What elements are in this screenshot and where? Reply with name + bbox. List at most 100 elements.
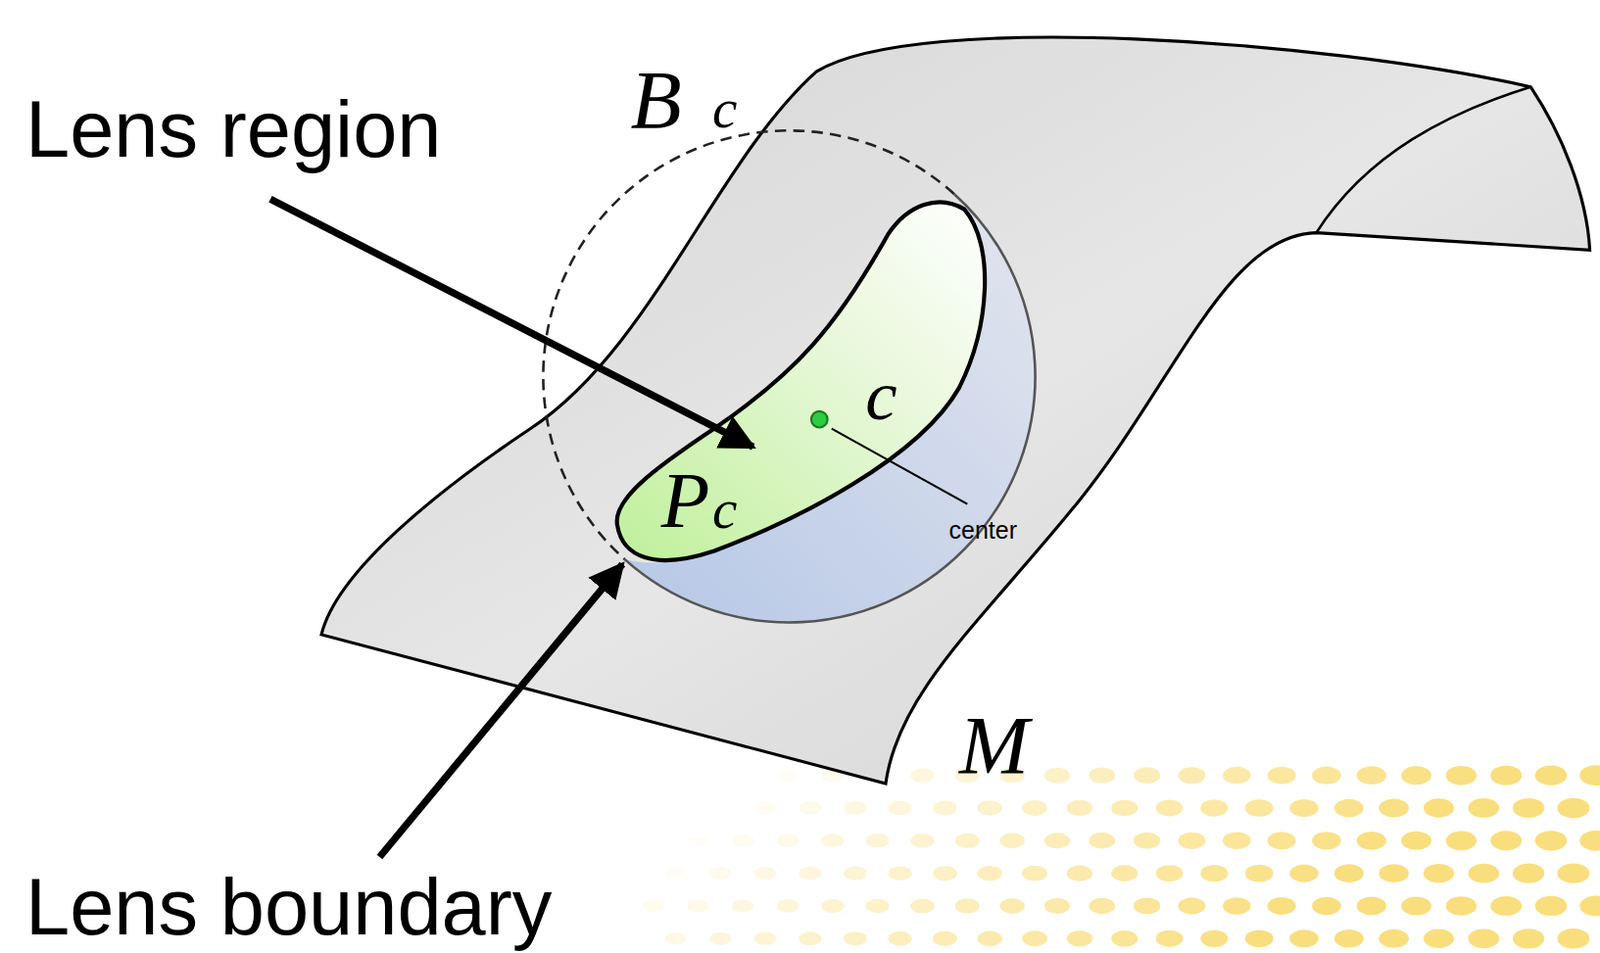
halftone-dot xyxy=(955,833,980,849)
halftone-dot xyxy=(754,801,776,815)
halftone-dot xyxy=(754,867,776,880)
lens-region xyxy=(617,201,986,561)
halftone-dot xyxy=(1267,831,1297,850)
callout-label: Lens region xyxy=(25,89,441,169)
halftone-dot xyxy=(1467,864,1500,884)
annotation-label: center xyxy=(949,518,1018,543)
halftone-dot xyxy=(1245,929,1274,948)
halftone-dot xyxy=(1446,766,1477,786)
halftone-dot xyxy=(1156,799,1184,817)
halftone-dot xyxy=(1334,864,1364,883)
halftone-dot xyxy=(888,931,913,947)
halftone-dot xyxy=(1289,865,1318,883)
halftone-dot xyxy=(843,866,867,880)
halftone-dot xyxy=(1088,898,1116,915)
halftone-dot xyxy=(798,801,822,816)
halftone-dot xyxy=(910,768,934,783)
halftone-dot xyxy=(1044,832,1070,849)
halftone-dot xyxy=(1401,831,1432,851)
subscript-label: c xyxy=(712,80,737,137)
halftone-dot xyxy=(665,867,686,880)
halftone-dot xyxy=(1378,864,1408,883)
halftone-dot xyxy=(1535,765,1568,785)
halftone-dot xyxy=(1557,928,1591,949)
symbol-label: c xyxy=(865,360,897,433)
halftone-dot xyxy=(1357,831,1387,851)
halftone-dot xyxy=(1579,896,1600,918)
lens-region-arrow xyxy=(270,198,754,447)
halftone-dot xyxy=(932,800,958,816)
halftone-dot xyxy=(1446,831,1477,852)
halftone-dot xyxy=(665,932,686,946)
halftone-dot xyxy=(821,899,844,914)
manifold-surface xyxy=(321,37,1591,784)
halftone-dot xyxy=(776,833,800,848)
halftone-dot xyxy=(776,769,800,783)
halftone-dot xyxy=(1066,800,1093,817)
halftone-dot xyxy=(999,898,1025,915)
halftone-dot xyxy=(1535,896,1568,917)
halftone-dot xyxy=(1222,897,1251,916)
halftone-dot xyxy=(1066,866,1093,882)
halftone-dot xyxy=(1200,930,1228,948)
halftone-dot xyxy=(1401,766,1432,785)
halftone-dot xyxy=(1357,766,1387,785)
halftone-dot xyxy=(1490,766,1522,786)
halftone-dot xyxy=(1557,798,1591,819)
halftone-dot xyxy=(754,932,776,946)
halftone-dot xyxy=(843,801,867,816)
halftone-dot xyxy=(1467,928,1500,949)
halftone-dot xyxy=(1423,798,1455,818)
halftone-dot xyxy=(1311,897,1342,916)
halftone-dot xyxy=(1334,929,1364,949)
lens-boundary-arrow xyxy=(379,564,623,858)
halftone-dot xyxy=(1245,799,1274,818)
halftone-dot xyxy=(1311,766,1342,784)
halftone-dot xyxy=(1357,897,1387,917)
halftone-dot xyxy=(1334,799,1364,819)
halftone-dots xyxy=(642,765,1600,949)
halftone-dot xyxy=(1267,767,1297,785)
halftone-dot xyxy=(999,832,1025,849)
halftone-dot xyxy=(1222,767,1251,785)
halftone-dot xyxy=(1512,864,1545,884)
halftone-dot xyxy=(1177,832,1206,850)
halftone-dot xyxy=(888,801,913,817)
halftone-dot xyxy=(977,931,1003,947)
halftone-dot xyxy=(1512,798,1545,819)
subscript-label: c xyxy=(712,481,737,537)
halftone-dot xyxy=(1156,865,1184,882)
halftone-dot xyxy=(1378,929,1408,949)
halftone-dot xyxy=(1423,864,1455,883)
halftone-dot xyxy=(709,867,731,880)
halftone-dot xyxy=(798,867,822,881)
halftone-dot xyxy=(932,866,958,881)
halftone-dot xyxy=(1512,928,1545,949)
halftone-dot xyxy=(1111,800,1138,818)
halftone-dot xyxy=(731,834,754,848)
halftone-dot xyxy=(977,866,1003,881)
halftone-dot xyxy=(1579,765,1600,786)
halftone-dot xyxy=(1111,930,1138,948)
halftone-dot xyxy=(687,900,709,914)
halftone-dot xyxy=(1021,800,1048,817)
halftone-dot xyxy=(776,899,800,914)
halftone-dot xyxy=(888,866,913,881)
halftone-dot xyxy=(1133,832,1161,850)
halftone-dot xyxy=(1200,799,1228,817)
halftone-dot xyxy=(977,800,1003,816)
halftone-dot xyxy=(642,900,664,913)
halftone-dot xyxy=(910,899,934,915)
halftone-dot xyxy=(1289,799,1318,818)
center-point xyxy=(811,411,828,429)
symbol-label: P xyxy=(661,461,711,541)
halftone-dot xyxy=(1021,866,1048,882)
halftone-dot xyxy=(1289,929,1318,948)
halftone-dot xyxy=(1557,863,1591,883)
halftone-dot xyxy=(798,931,822,946)
halftone-dot xyxy=(709,932,731,946)
halftone-dot xyxy=(843,931,867,946)
center-leader xyxy=(831,429,969,505)
symbol-label: B xyxy=(630,58,682,143)
halftone-dot xyxy=(1133,898,1161,916)
